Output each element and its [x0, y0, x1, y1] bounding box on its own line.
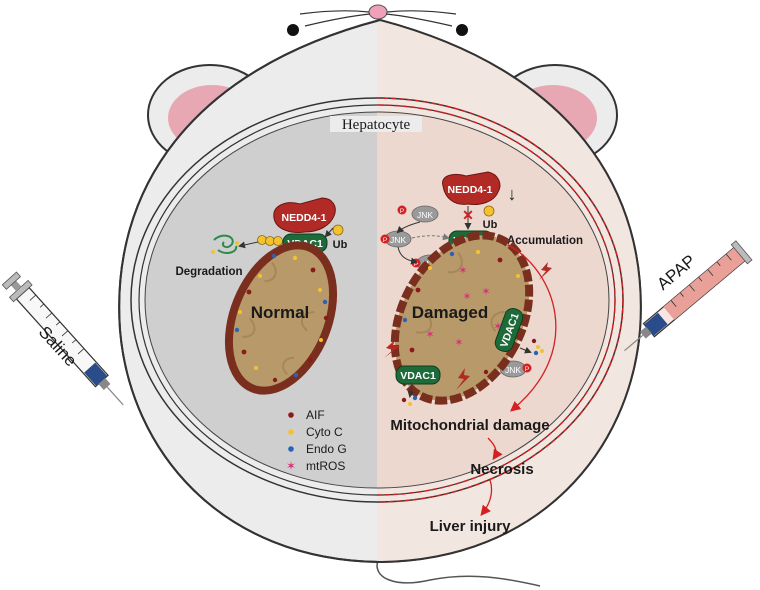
mitochondrion-damaged — [390, 231, 534, 405]
svg-text:✶: ✶ — [462, 291, 471, 303]
mito-label-normal: Normal — [251, 303, 310, 322]
released-factors — [401, 338, 544, 406]
mito-particles-right: ✶ ✶ ✶ ✶ ✶ ✶ — [402, 249, 520, 375]
mito-particles-left — [234, 253, 329, 383]
accumulation-label: Accumulation — [507, 235, 583, 247]
blocked-cross: ✕ — [462, 209, 474, 224]
jnk-kinase-2: JNK P — [380, 230, 412, 248]
legend-swatch-aif — [288, 412, 294, 418]
svg-text:VDAC1: VDAC1 — [400, 370, 436, 382]
pathway-liver-injury: Liver injury — [430, 518, 512, 535]
mito-label-damaged: Damaged — [412, 303, 489, 322]
nedd4-label-left: NEDD4-1 — [282, 212, 327, 224]
damage-bolts — [384, 262, 552, 390]
legend-swatch-endo-g — [288, 446, 294, 452]
legend: AIF Cyto C Endo G ✶ mtROS — [286, 408, 347, 473]
svg-text:JNK: JNK — [390, 235, 406, 245]
jnk-kinase-1: JNK P — [397, 205, 439, 223]
svg-text:✶: ✶ — [481, 286, 490, 298]
legend-label-cyto-c: Cyto C — [306, 425, 343, 439]
ub-label-left: Ub — [333, 239, 348, 251]
svg-text:JNK: JNK — [505, 365, 521, 375]
svg-text:P: P — [400, 208, 404, 215]
nedd4-down-arrow: ↓ — [508, 184, 517, 204]
legend-swatch-mtros: ✶ — [286, 459, 296, 473]
degradation-label: Degradation — [175, 266, 242, 278]
apap-syringe — [624, 240, 753, 352]
hepatocyte-title: Hepatocyte — [342, 117, 411, 133]
svg-text:✶: ✶ — [425, 329, 434, 341]
saline-syringe — [1, 271, 124, 406]
svg-text:P: P — [383, 237, 387, 244]
ubiquitin-right — [483, 205, 495, 217]
ub-label-right: Ub — [483, 219, 498, 231]
pathway-mitochondrial-damage: Mitochondrial damage — [390, 417, 549, 434]
svg-text:JNK: JNK — [417, 210, 433, 220]
pathway-arrows — [480, 244, 557, 517]
legend-swatch-cyto-c — [288, 429, 294, 435]
nedd4-label-right: NEDD4-1 — [448, 184, 493, 196]
mouse-tail — [376, 559, 541, 587]
pathway-necrosis: Necrosis — [470, 461, 533, 478]
svg-text:✶: ✶ — [458, 265, 467, 277]
legend-label-mtros: mtROS — [306, 459, 345, 473]
vdac1-channel-bottom: VDAC1 — [395, 365, 441, 385]
svg-text:✶: ✶ — [454, 337, 463, 349]
mouse-face — [287, 4, 468, 36]
mitochondrion-normal — [224, 241, 338, 395]
legend-label-endo-g: Endo G — [306, 442, 347, 456]
nedd4-protein-left — [273, 197, 336, 233]
svg-text:✶: ✶ — [493, 321, 502, 333]
legend-label-aif: AIF — [306, 408, 325, 422]
svg-text:P: P — [525, 366, 529, 373]
ubiquitin-chain-left — [257, 224, 344, 246]
proteasome-icon — [211, 234, 259, 254]
nedd4-protein-right — [442, 171, 501, 205]
